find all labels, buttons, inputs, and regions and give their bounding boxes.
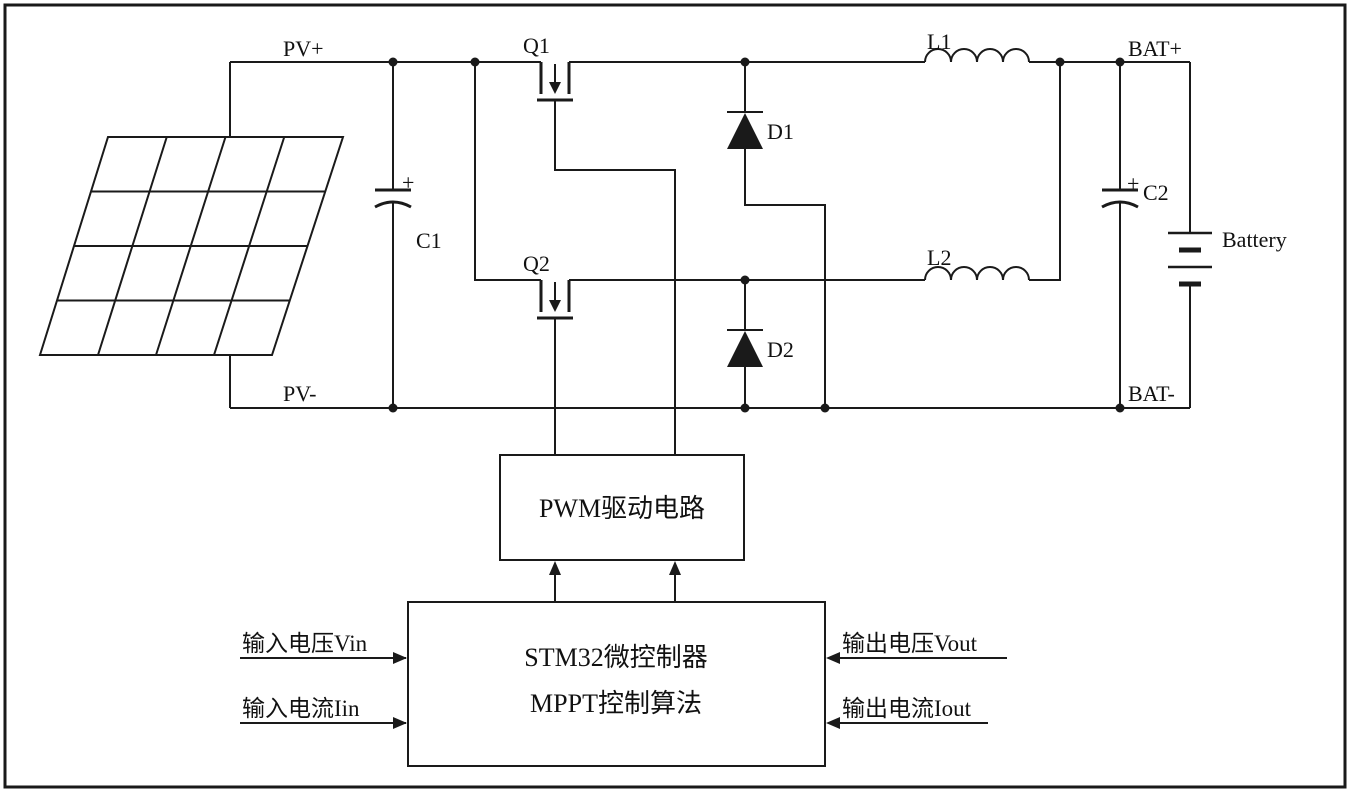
labels: PV+ PV- BAT+ BAT- Q1 Q2 D1 D2 L1 L2 + C1… — [283, 29, 1287, 406]
vin-arrowhead — [393, 652, 407, 664]
diode-d1 — [727, 62, 826, 408]
filled-symbols — [388, 57, 1125, 729]
d1-label: D1 — [767, 119, 794, 144]
diode-d2-triangle — [727, 331, 763, 367]
mosfet-q2 — [539, 280, 571, 312]
mosfet-q2-arrowhead — [549, 300, 561, 312]
control-arrowhead-2 — [669, 561, 681, 575]
battery-short-plates — [1179, 247, 1201, 287]
mcu-label-line1: STM32微控制器 — [524, 643, 707, 672]
mosfet-q1 — [539, 62, 571, 94]
gate-drive-wire-q1 — [554, 100, 676, 455]
diode-d2 — [727, 280, 763, 408]
iout-arrowhead — [826, 717, 840, 729]
q1-label: Q1 — [523, 33, 550, 58]
signal-labels: 输入电压Vin 输入电流Iin 输出电压Vout 输出电流Iout — [242, 631, 978, 721]
battery-label: Battery — [1222, 227, 1287, 252]
solar-panel — [38, 136, 345, 356]
control-signal-lines — [554, 574, 676, 602]
mcu-label-line2: MPPT控制算法 — [530, 689, 702, 718]
l2-output-wire — [1029, 62, 1061, 281]
mcu-box — [407, 601, 826, 767]
output-current-label: 输出电流Iout — [842, 696, 972, 721]
input-current-label: 输入电流Iin — [242, 696, 360, 721]
battery-long-plates — [1168, 231, 1212, 269]
d2-label: D2 — [767, 337, 794, 362]
diagram-border — [3, 3, 1347, 789]
junction-dots — [388, 57, 1125, 413]
pwm-driver-box — [499, 454, 745, 561]
inductor-l2 — [924, 266, 1030, 281]
pv-plus-label: PV+ — [283, 36, 324, 61]
inductor-l1 — [924, 48, 1030, 63]
q2-input-wire — [474, 62, 541, 281]
capacitor-c1-bottom-plate — [374, 200, 412, 209]
diode-d1-triangle — [727, 113, 763, 149]
control-arrowhead-1 — [549, 561, 561, 575]
c2-label: C2 — [1143, 180, 1169, 205]
iin-arrowhead — [393, 717, 407, 729]
bat-minus-label: BAT- — [1128, 381, 1175, 406]
q2-label: Q2 — [523, 251, 550, 276]
c1-label: C1 — [416, 228, 442, 253]
l2-label: L2 — [927, 245, 951, 270]
pwm-driver-label: PWM驱动电路 — [539, 494, 705, 523]
c1-polarity-sign: + — [402, 170, 414, 195]
vout-arrowhead — [826, 652, 840, 664]
c2-polarity-sign: + — [1127, 171, 1139, 196]
capacitor-c2-bottom-plate — [1101, 200, 1139, 209]
pv-minus-label: PV- — [283, 381, 316, 406]
bat-plus-label: BAT+ — [1128, 36, 1182, 61]
mosfet-q1-arrowhead — [549, 82, 561, 94]
l1-label: L1 — [927, 29, 951, 54]
block-labels: PWM驱动电路 STM32微控制器 MPPT控制算法 — [524, 494, 707, 718]
output-voltage-label: 输出电压Vout — [842, 631, 978, 656]
input-voltage-label: 输入电压Vin — [242, 631, 368, 656]
